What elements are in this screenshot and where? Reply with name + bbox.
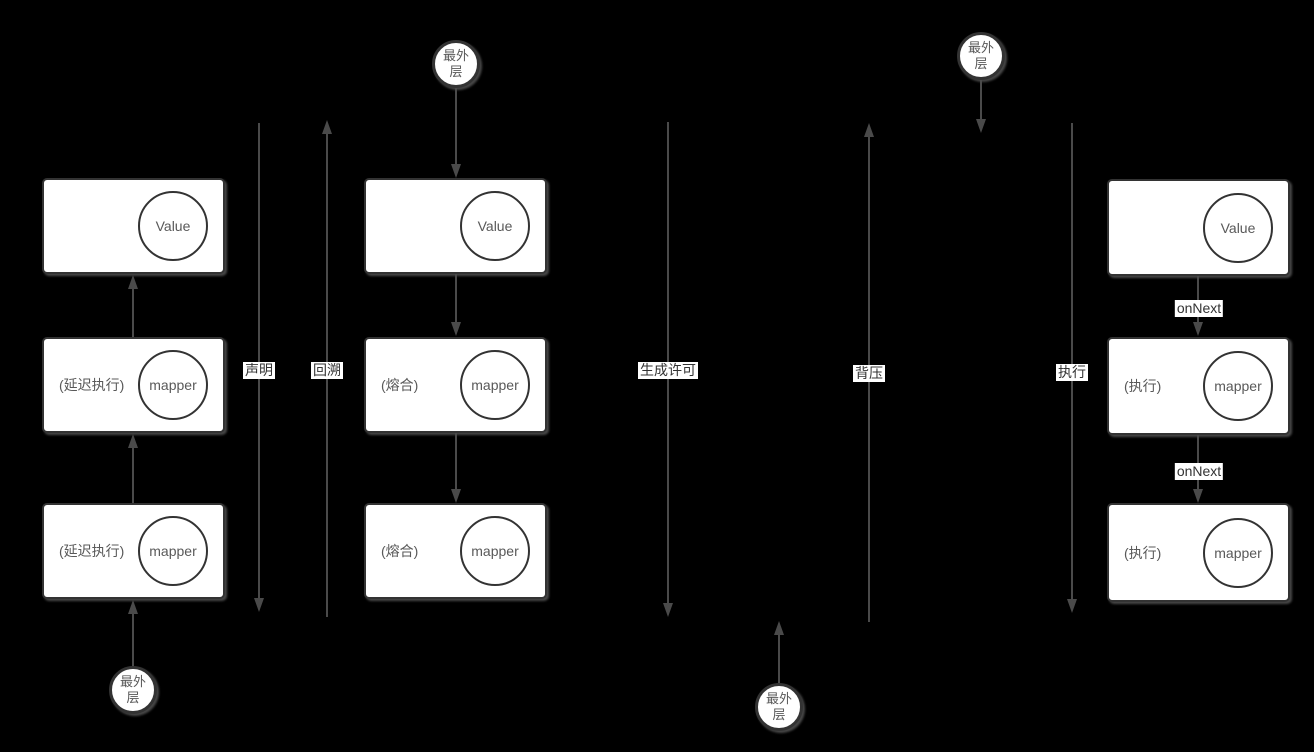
left-box-mapper-2-side-label: (延迟执行) [59,543,125,559]
outermost-layer-label: 最外层 [442,48,469,79]
arrow-up-icon [128,275,138,289]
outermost-layer-circle-top-right: 最外层 [957,32,1005,80]
value-circle-label: Value [477,218,513,234]
arrow-up-icon [864,123,874,137]
outermost-layer-circle-left: 最外层 [109,666,157,714]
left-box-mapper-1-side-label: (延迟执行) [59,377,125,393]
arrow-down-icon [451,489,461,503]
mapper-circle: mapper [138,350,208,420]
mapper-circle-label: mapper [471,377,519,393]
backpressure-flow-label: 背压 [853,365,885,382]
arrow-down-icon [1193,489,1203,503]
value-circle: Value [138,191,208,261]
arrow-line [132,448,134,503]
mapper-circle-label: mapper [1214,544,1262,561]
arrow-down-icon [1193,322,1203,336]
arrow-line [1197,276,1199,322]
mapper-circle: mapper [460,350,530,420]
arrow-up-icon [128,600,138,614]
declare-flow-label: 声明 [243,362,275,379]
execute-arrow-line [1071,123,1073,599]
declare-arrow-line [258,123,260,598]
middle-box-mapper-1: (熔合) mapper [364,337,547,433]
value-circle: Value [460,191,530,261]
outermost-layer-label: 最外层 [119,674,146,705]
arrow-down-icon [451,322,461,336]
right-box-mapper-1: (执行) mapper [1107,337,1290,435]
outermost-layer-circle-middle: 最外层 [432,40,480,88]
outermost-layer-label: 最外层 [765,691,792,722]
arrow-line [455,274,457,322]
arrow-up-icon [774,621,784,635]
outermost-layer-label: 最外层 [967,40,994,71]
arrow-line [455,88,457,164]
left-box-mapper-1: (延迟执行) mapper [42,337,225,433]
arrow-line [980,80,982,119]
grant-flow-label: 生成许可 [638,362,698,379]
arrow-up-icon [322,120,332,134]
arrow-line [132,289,134,337]
arrow-up-icon [128,434,138,448]
arrow-down-icon [976,119,986,133]
left-box-mapper-2: (延迟执行) mapper [42,503,225,599]
middle-box-mapper-2-side-label: (熔合) [381,543,419,559]
mapper-circle-label: mapper [149,543,197,559]
arrow-line [1197,435,1199,489]
middle-box-value: Value [364,178,547,274]
backtrack-flow-label: 回溯 [311,362,343,379]
arrow-down-icon [451,164,461,178]
outermost-layer-circle-bottom: 最外层 [755,683,803,731]
left-box-value: Value [42,178,225,274]
middle-box-mapper-1-side-label: (熔合) [381,377,419,393]
right-box-value: Value [1107,179,1290,276]
arrow-line [778,635,780,683]
mapper-circle: mapper [1203,517,1273,588]
mapper-circle-label: mapper [149,377,197,393]
onnext-edge-label-2: onNext [1174,463,1224,480]
value-circle-label: Value [155,218,191,234]
mapper-circle: mapper [138,516,208,586]
mapper-circle: mapper [1203,351,1273,421]
arrow-down-icon [663,603,673,617]
execute-flow-label: 执行 [1056,364,1088,381]
middle-box-mapper-2: (熔合) mapper [364,503,547,599]
value-circle-label: Value [1220,219,1256,236]
mapper-circle-label: mapper [1214,378,1262,394]
mapper-circle-label: mapper [471,543,519,559]
right-box-mapper-2-side-label: (执行) [1124,544,1162,561]
right-box-mapper-2: (执行) mapper [1107,503,1290,602]
value-circle: Value [1203,192,1273,263]
mapper-circle: mapper [460,516,530,586]
onnext-edge-label-1: onNext [1174,300,1224,317]
arrow-down-icon [254,598,264,612]
right-box-mapper-1-side-label: (执行) [1124,378,1162,394]
arrow-line [132,614,134,666]
arrow-line [455,433,457,489]
arrow-down-icon [1067,599,1077,613]
